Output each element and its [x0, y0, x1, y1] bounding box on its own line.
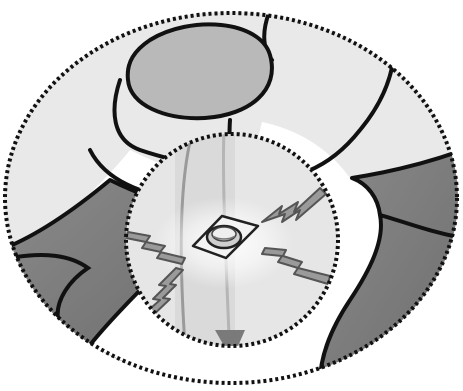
ear: [128, 24, 272, 118]
